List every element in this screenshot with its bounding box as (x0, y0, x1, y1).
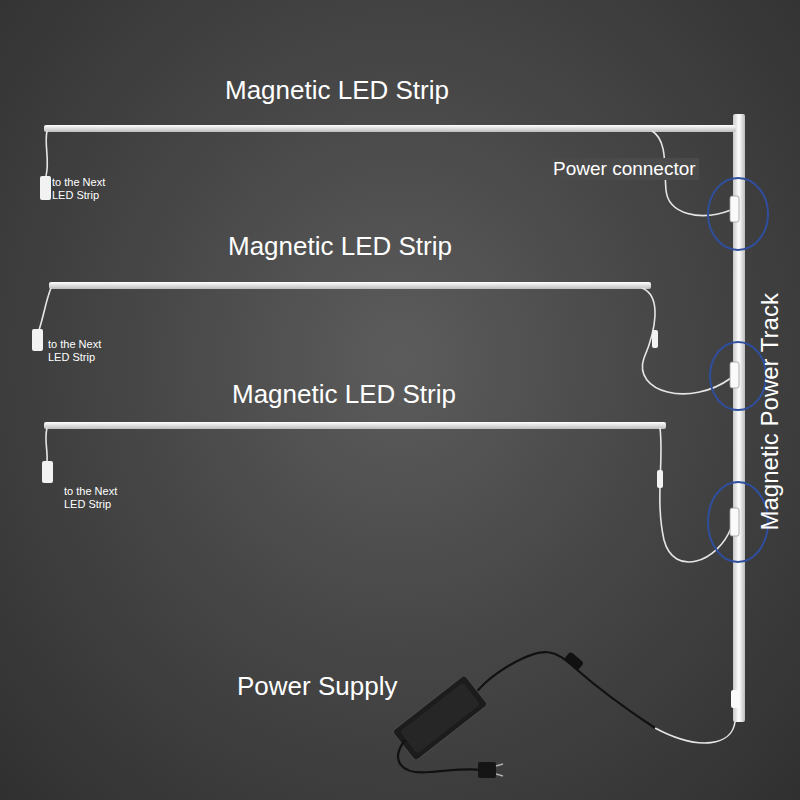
callout-label: Power connector (550, 158, 699, 180)
dc-cable (470, 652, 655, 728)
wire (46, 428, 47, 462)
wire (46, 131, 47, 176)
plug-pin (496, 774, 503, 776)
power-connector (730, 362, 739, 388)
plug-pin (496, 764, 503, 766)
wire (39, 288, 51, 330)
supply-label: Power Supply (237, 672, 397, 702)
wire (642, 288, 731, 394)
wire-connector (657, 470, 663, 488)
ac-cable (398, 740, 480, 772)
power-supply-unit (392, 675, 488, 762)
wire-connector (32, 329, 43, 351)
power-connector (730, 196, 739, 222)
wire (660, 428, 731, 562)
power-connector (731, 690, 740, 708)
note-label: to the Next LED Strip (64, 485, 136, 510)
strip-label: Magnetic LED Strip (225, 76, 449, 106)
ferrite-bead (564, 651, 584, 670)
ac-plug (478, 762, 496, 778)
highlight-ellipse (708, 178, 768, 250)
wire-connector (42, 461, 53, 483)
led-strip (44, 125, 736, 132)
note-label: to the Next LED Strip (52, 176, 124, 201)
strip-label: Magnetic LED Strip (232, 380, 456, 410)
wire-connector (40, 176, 51, 200)
note-label: to the Next LED Strip (48, 338, 120, 363)
wire (655, 722, 735, 743)
track-label: Magnetic Power Track (756, 293, 784, 530)
led-strip (44, 422, 666, 429)
power-connector (730, 508, 739, 536)
wire-connector (652, 330, 658, 348)
strip-label: Magnetic LED Strip (228, 232, 452, 262)
led-strip (49, 282, 651, 289)
